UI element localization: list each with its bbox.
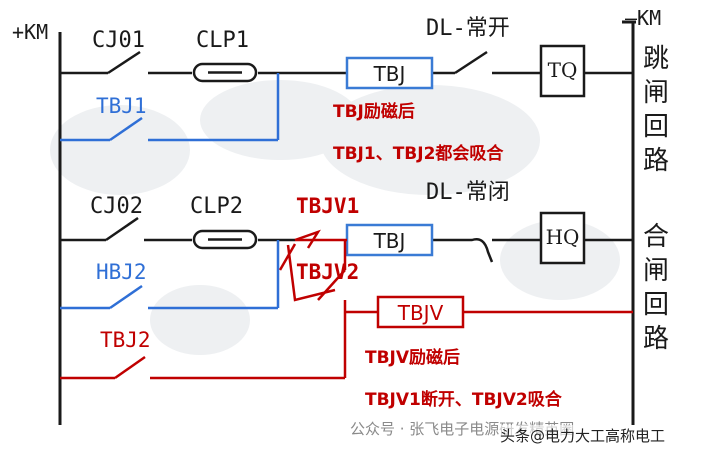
- label-tbj2: TBJ2: [100, 328, 151, 352]
- label-tbjv: TBJV: [397, 301, 444, 325]
- label-hq: HQ: [545, 225, 580, 249]
- tbjv-contacts: [278, 229, 347, 302]
- label-cj01: CJ01: [92, 28, 145, 53]
- relay-tbj-close: [345, 223, 434, 257]
- note-tbjv-1: TBJV励磁后: [365, 348, 461, 368]
- coil-hq: [539, 211, 586, 265]
- label-clp1: CLP1: [196, 28, 249, 53]
- close-circuit-title: 合 闸 回 路: [642, 222, 669, 354]
- note-trip-2: TBJ1、TBJ2都会吸合: [333, 144, 504, 164]
- label-dl-nc: DL-常闭: [426, 180, 510, 205]
- relay-tbjv: [376, 295, 465, 329]
- label-cj02: CJ02: [90, 194, 143, 219]
- label-hbj2: HBJ2: [96, 260, 147, 284]
- tbj1-branch: [60, 73, 280, 142]
- label-tbjv2: TBJV2: [296, 260, 360, 284]
- trip-circuit-title: 跳 闸 回 路: [642, 44, 669, 176]
- label-tbj-close: TBJ: [373, 229, 406, 253]
- label-dl-no: DL-常开: [426, 16, 510, 41]
- tbjv-branch: [60, 300, 633, 380]
- coil-tq: [539, 44, 586, 98]
- label-clp2: CLP2: [190, 194, 243, 219]
- label-tbj-trip: TBJ: [373, 62, 406, 86]
- right-rail-label: —KM: [625, 6, 662, 30]
- close-row: [60, 216, 633, 263]
- trip-row: [60, 50, 633, 75]
- hbj2-branch: [60, 240, 280, 310]
- label-tbj1: TBJ1: [96, 94, 147, 118]
- relay-tbj-trip: [345, 56, 434, 90]
- label-tq: TQ: [547, 58, 578, 82]
- left-rail-label: +KM: [12, 20, 49, 44]
- note-tbjv-2: TBJV1断开、TBJV2吸合: [365, 390, 562, 410]
- note-trip-1: TBJ励磁后: [333, 102, 415, 122]
- watermark-right: 头条@电力大工高称电工: [500, 425, 666, 446]
- label-tbjv1: TBJV1: [296, 194, 360, 218]
